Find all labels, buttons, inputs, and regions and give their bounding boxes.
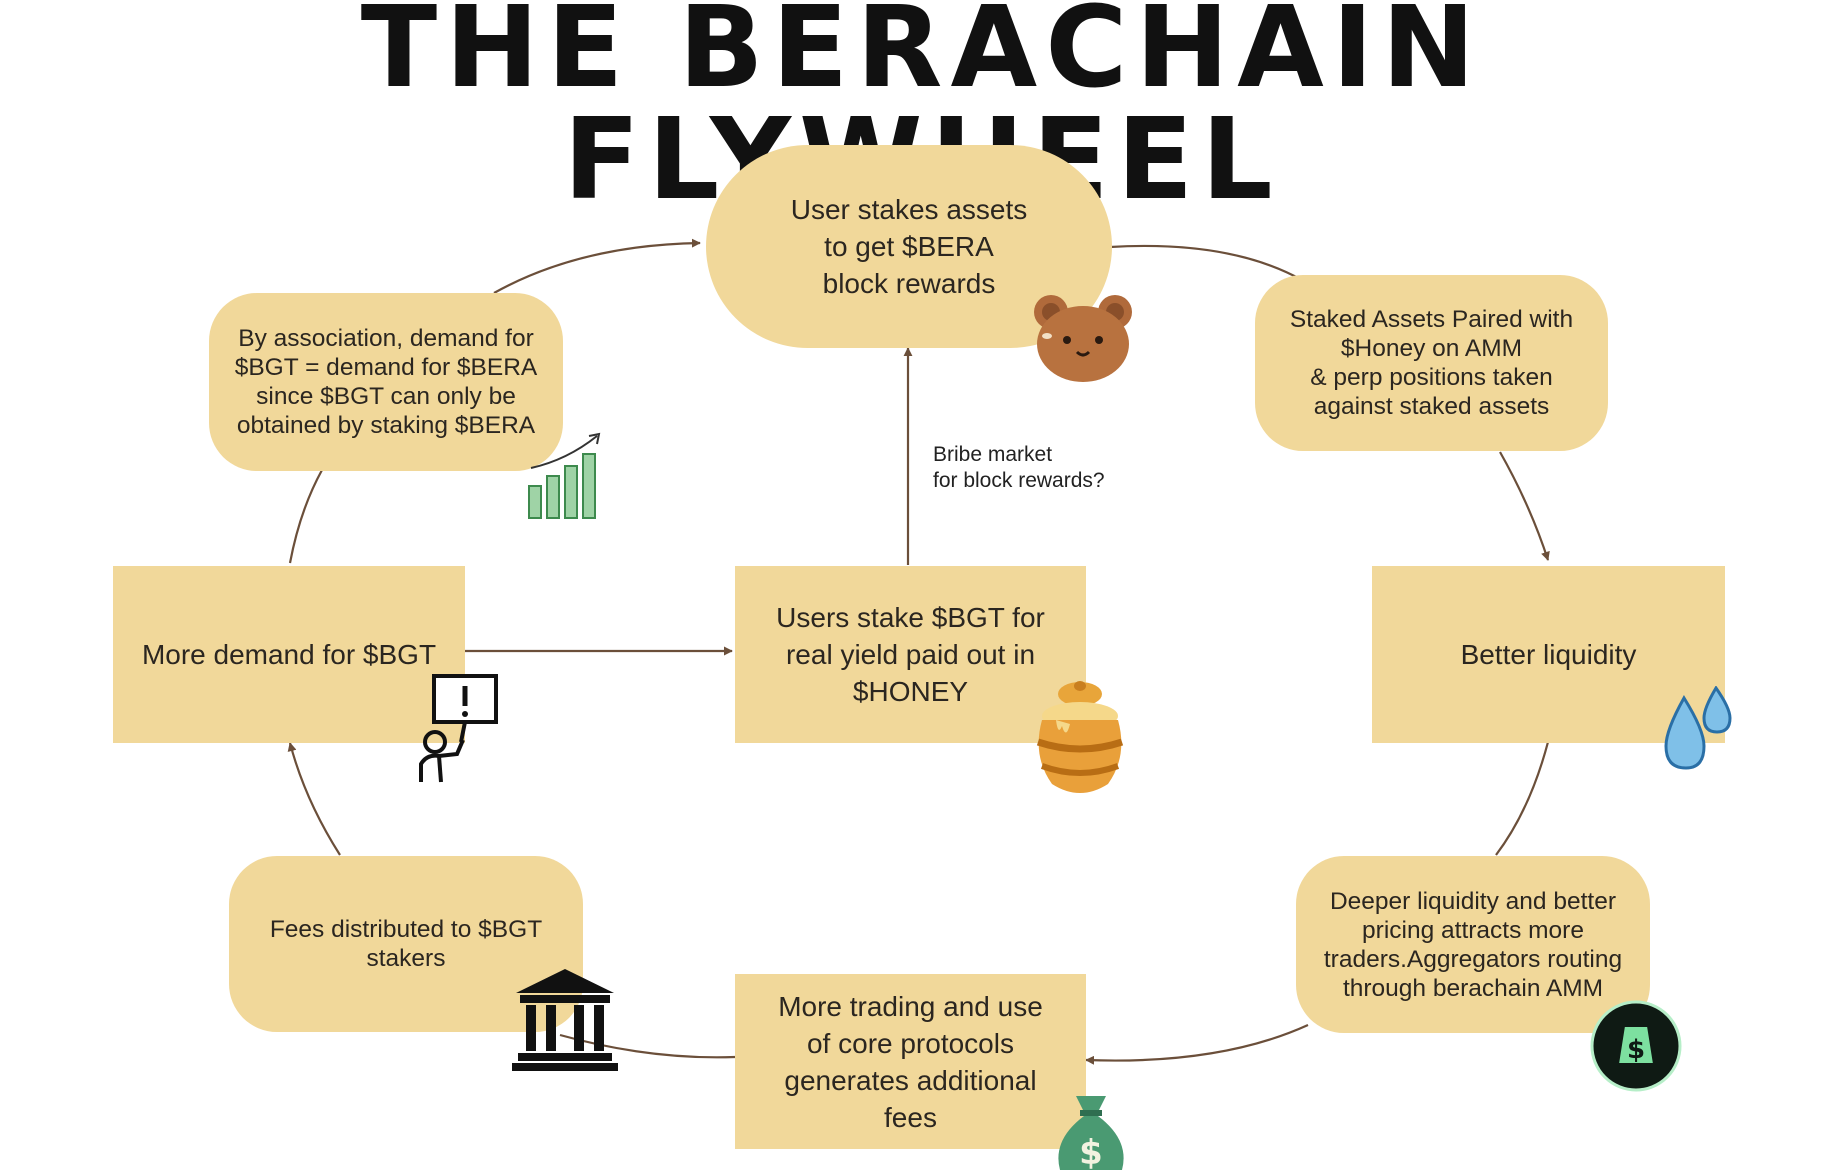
- node-more-demand-label: More demand for $BGT: [141, 639, 437, 670]
- node-stake-assets-label: User stakes assets to get $BERA block re…: [790, 194, 1028, 299]
- arrow-to-paired-assets: [1109, 244, 1303, 281]
- water-drops-icon: [1664, 686, 1732, 770]
- honey-pot-icon: [1036, 681, 1124, 793]
- protest-sign-icon: [419, 674, 498, 783]
- arrow-to-deeper-liquidity: [1495, 741, 1550, 856]
- price-tag-icon: $: [1590, 1000, 1682, 1092]
- node-more-demand: More demand for $BGT: [113, 566, 465, 743]
- node-paired-assets: Staked Assets Paired with $Honey on AMM …: [1255, 275, 1608, 451]
- node-deeper-liquidity-label: Deeper liquidity and better pricing attr…: [1323, 887, 1623, 1002]
- arrow-to-more-demand: [287, 742, 341, 856]
- node-better-liquidity: Better liquidity: [1372, 566, 1725, 743]
- arrow-to-stake-assets: [493, 238, 701, 294]
- bank-icon: [512, 969, 618, 1071]
- arrow-to-demand-association: [288, 469, 323, 564]
- node-paired-assets-label: Staked Assets Paired with $Honey on AMM …: [1289, 306, 1574, 420]
- node-more-trading: More trading and use of core protocols g…: [735, 974, 1086, 1149]
- node-better-liquidity-label: Better liquidity: [1460, 639, 1637, 670]
- node-fees-distributed: Fees distributed to $BGT stakers: [229, 856, 583, 1032]
- node-deeper-liquidity: Deeper liquidity and better pricing attr…: [1296, 856, 1650, 1033]
- svg-text:$: $: [1079, 1133, 1103, 1170]
- chart-icon: [528, 432, 601, 519]
- svg-text:$: $: [1627, 1035, 1645, 1065]
- node-stake-bgt: Users stake $BGT for real yield paid out…: [735, 566, 1086, 743]
- money-bag-icon: $: [1058, 1096, 1124, 1170]
- arrow-to-better-liquidity: [1499, 451, 1550, 561]
- bear-icon: [1034, 295, 1132, 382]
- bribe-market-note: Bribe market for block rewards?: [933, 443, 1105, 492]
- node-more-trading-label: More trading and use of core protocols g…: [778, 990, 1043, 1133]
- node-demand-association-label: By association, demand for $BGT = demand…: [234, 325, 538, 439]
- node-fees-distributed-label: Fees distributed to $BGT stakers: [269, 916, 543, 972]
- node-stake-bgt-label: Users stake $BGT for real yield paid out…: [776, 602, 1045, 707]
- node-demand-association: By association, demand for $BGT = demand…: [209, 293, 563, 471]
- arrow-to-more-trading: [1085, 1023, 1309, 1065]
